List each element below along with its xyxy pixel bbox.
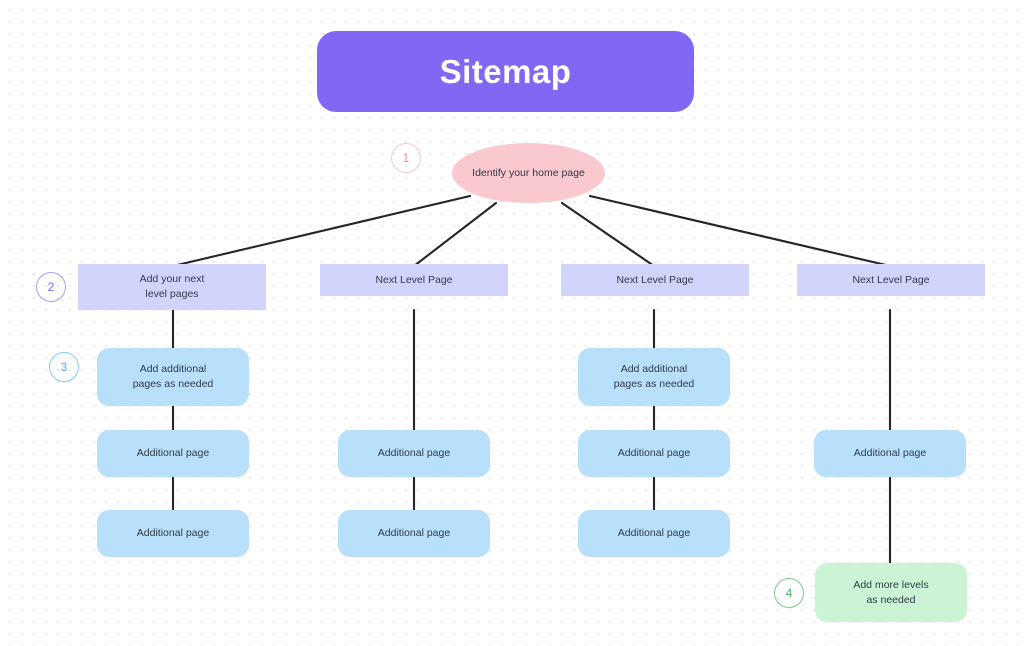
node-label: Additional page [377, 447, 451, 459]
node-col4-child-1[interactable]: Additional page [814, 430, 966, 477]
node-label: Add additional pages as needed [132, 363, 214, 390]
node-col4-level2[interactable]: Next Level Page [797, 264, 985, 296]
node-label: Next Level Page [852, 273, 930, 286]
node-label: Add your next level pages [139, 273, 205, 300]
node-col1-child-2[interactable]: Additional page [97, 430, 249, 477]
node-col3-child-1[interactable]: Add additional pages as needed [578, 348, 730, 406]
node-col4-child-2-more-levels[interactable]: Add more levels as needed [815, 563, 967, 622]
sitemap-title-banner: Sitemap [317, 31, 694, 112]
step-badge-2: 2 [36, 272, 66, 302]
node-col3-level2[interactable]: Next Level Page [561, 264, 749, 296]
edge-root-to-col1 [171, 194, 472, 268]
node-label: Additional page [377, 527, 451, 539]
step-badge-3: 3 [49, 352, 79, 382]
node-label: Next Level Page [616, 273, 694, 286]
step-badge-4: 4 [774, 578, 804, 608]
node-col2-level2[interactable]: Next Level Page [320, 264, 508, 296]
node-label: Add more levels as needed [853, 578, 929, 606]
page-title: Sitemap [439, 52, 572, 90]
node-col3-child-3[interactable]: Additional page [578, 510, 730, 557]
node-col2-child-1[interactable]: Additional page [338, 430, 490, 477]
node-root-home-page[interactable]: Identify your home page [452, 143, 605, 203]
node-col3-child-2[interactable]: Additional page [578, 430, 730, 477]
step-badge-1: 1 [391, 143, 421, 173]
edge-root-to-col3 [560, 201, 656, 268]
node-label: Identify your home page [472, 167, 585, 179]
node-label: Additional page [136, 527, 210, 539]
node-label: Next Level Page [375, 273, 453, 286]
node-label: Additional page [136, 447, 210, 459]
node-label: Additional page [853, 447, 927, 459]
node-label: Additional page [617, 527, 691, 539]
node-col1-child-3[interactable]: Additional page [97, 510, 249, 557]
node-col1-child-1[interactable]: Add additional pages as needed [97, 348, 249, 406]
node-label: Additional page [617, 447, 691, 459]
edge-root-to-col2 [412, 201, 498, 268]
node-col1-level2[interactable]: Add your next level pages [78, 264, 266, 310]
node-col2-child-2[interactable]: Additional page [338, 510, 490, 557]
node-label: Add additional pages as needed [613, 363, 695, 390]
edge-root-to-col4 [588, 194, 892, 268]
